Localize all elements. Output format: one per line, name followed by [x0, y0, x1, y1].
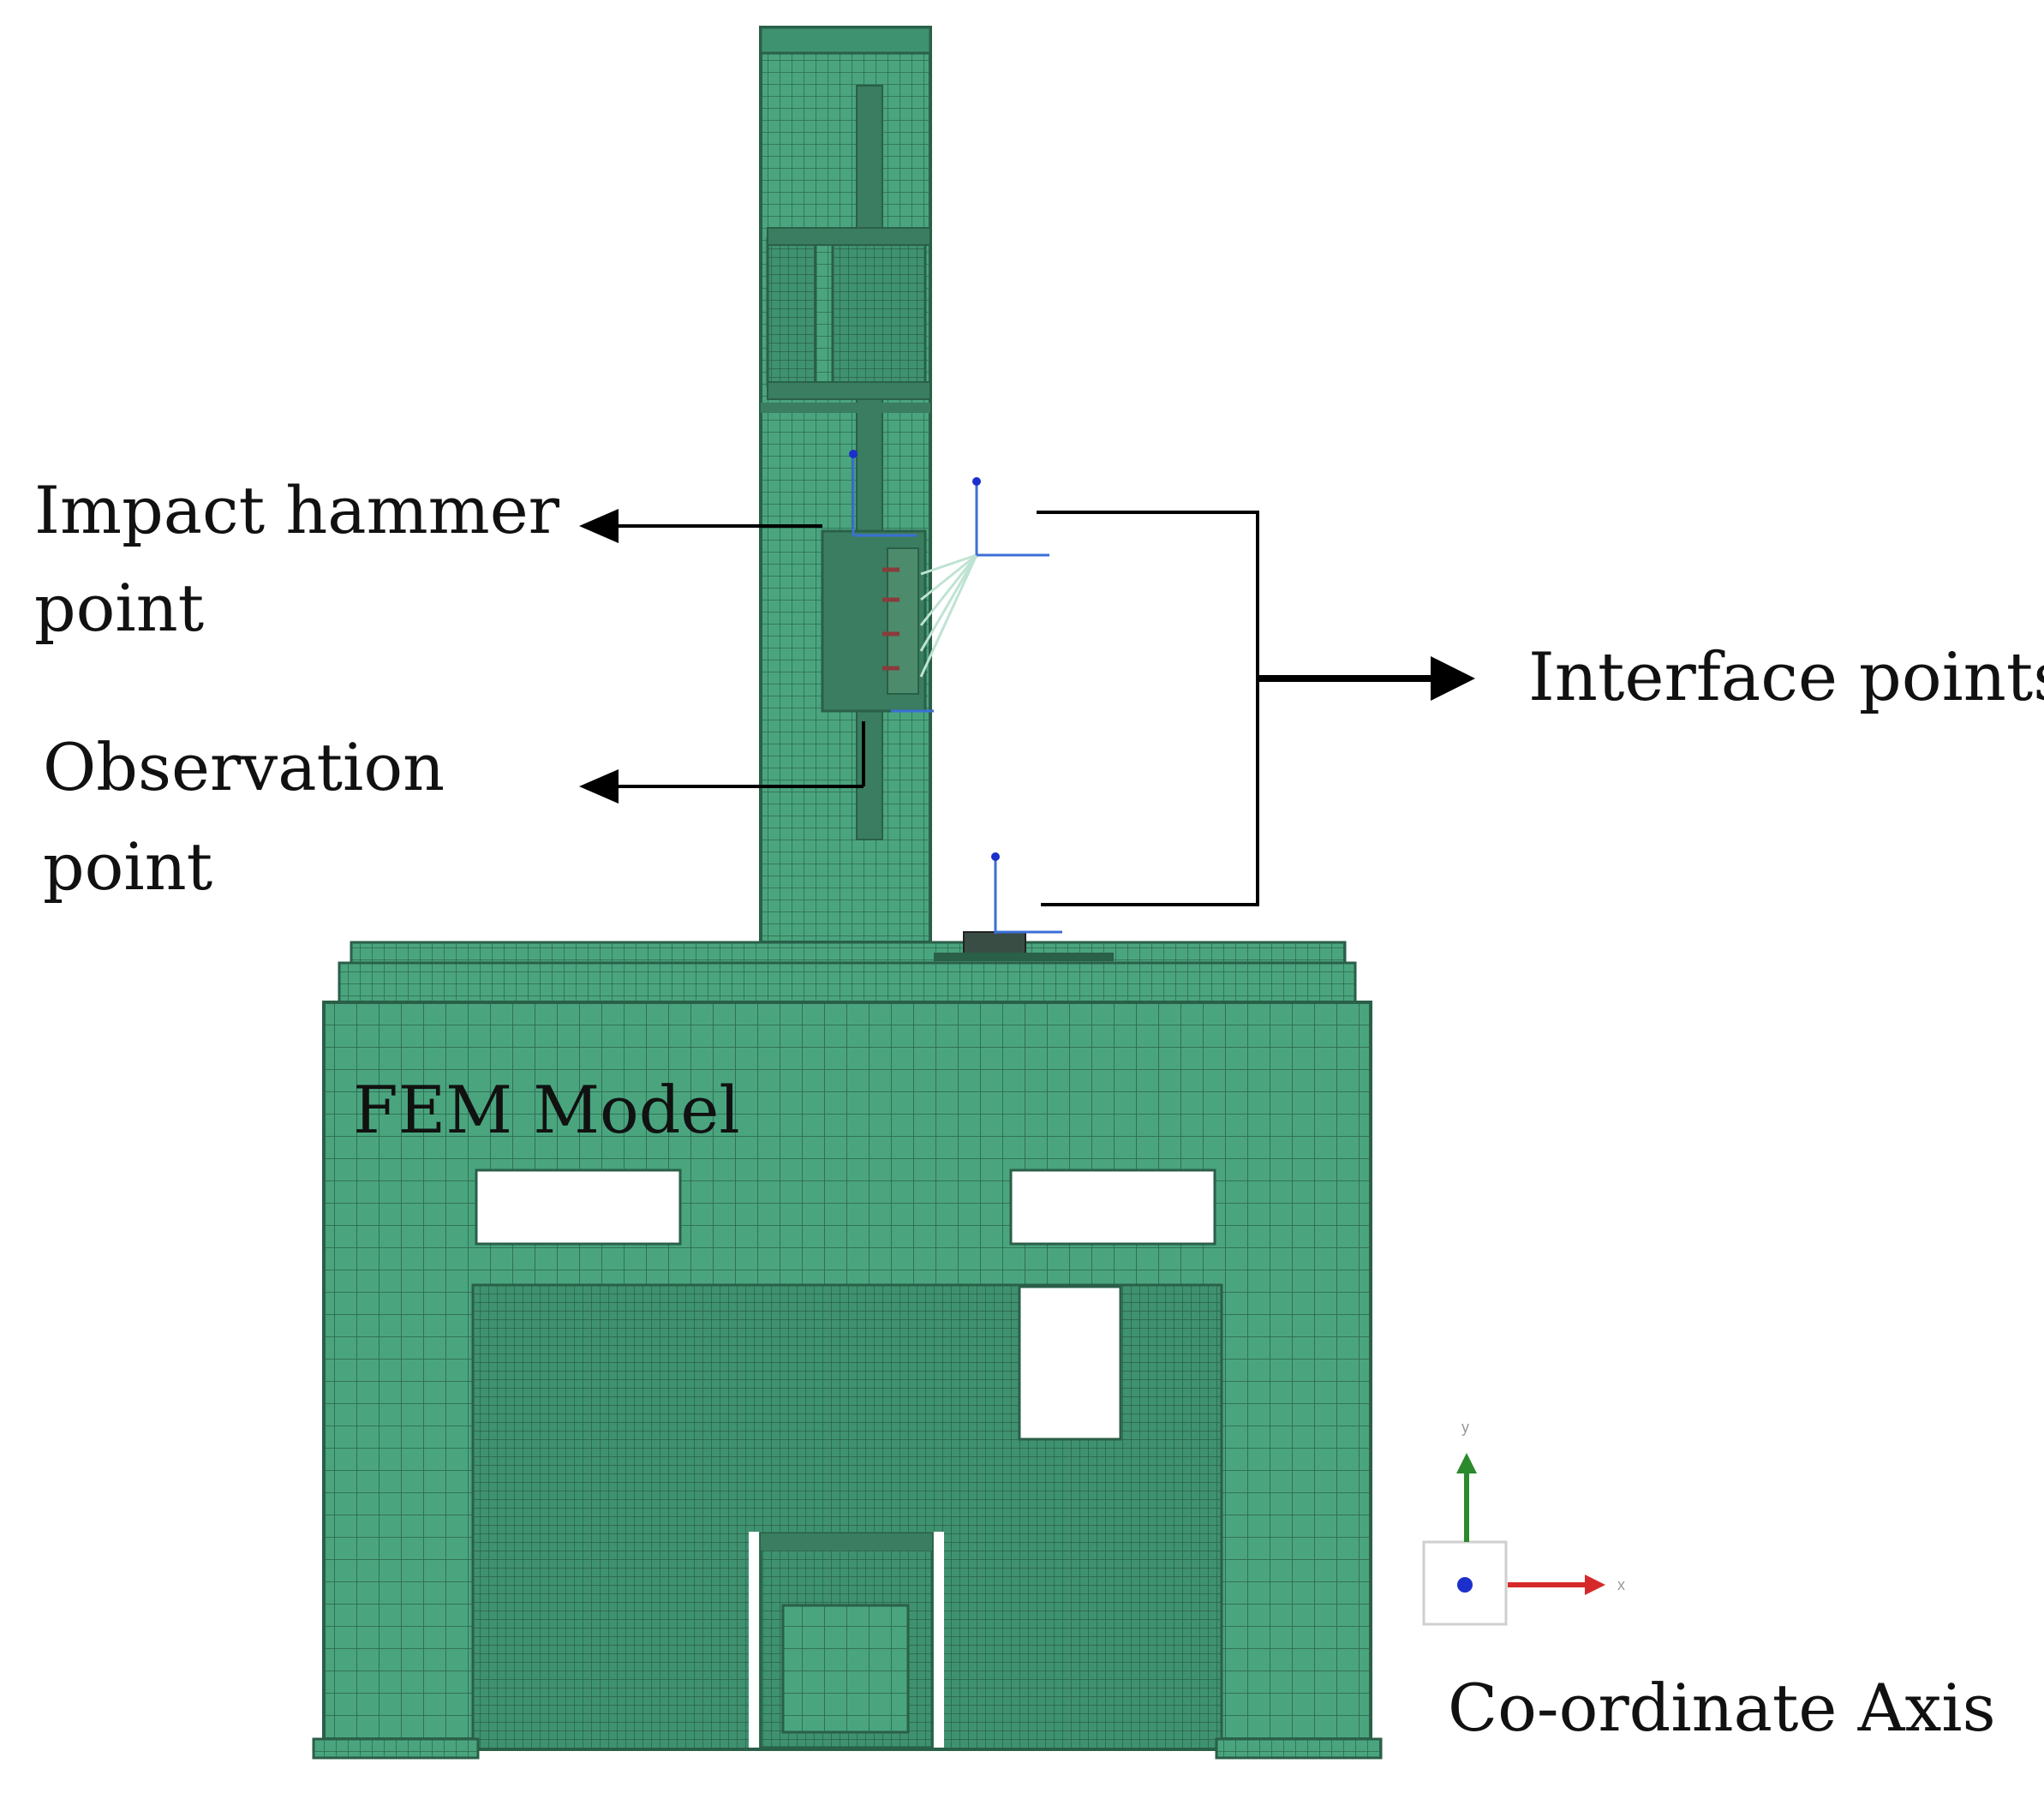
- slot-left: [749, 1532, 759, 1748]
- base-body: [312, 1001, 1383, 1760]
- opening-vertical: [1018, 1285, 1122, 1441]
- interface-label: Interface points: [1528, 639, 2044, 716]
- opening-right: [1009, 1168, 1216, 1246]
- impact-arrow: [579, 509, 822, 543]
- axis-y-label: y: [1461, 1419, 1469, 1436]
- tower-column: [759, 26, 1049, 944]
- fem-model-label: FEM Model: [353, 1072, 740, 1148]
- opening-left: [475, 1168, 682, 1246]
- coordinate-axis-label: Co-ordinate Axis: [1448, 1670, 1996, 1746]
- observation-label-line2: point: [43, 828, 213, 905]
- observation-arrow: [579, 721, 865, 804]
- impact-label-line1: Impact hammer: [34, 472, 560, 548]
- impact-label-line2: point: [34, 570, 205, 646]
- coordinate-triad: y x: [1422, 1419, 1625, 1626]
- observation-label-line1: Observation: [43, 729, 445, 805]
- interface-bracket: [1037, 511, 1475, 906]
- axis-x-label: x: [1617, 1576, 1625, 1593]
- slot-right: [934, 1532, 944, 1748]
